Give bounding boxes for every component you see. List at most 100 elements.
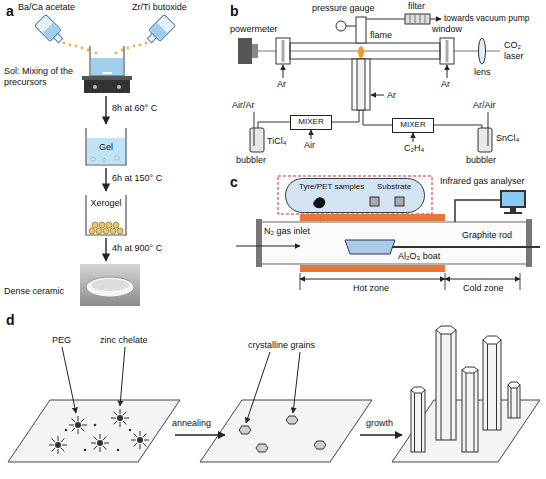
furnace-setup [256,219,262,267]
growth-schematic [462,370,478,452]
growth-schematic [314,441,326,449]
laser-setup [311,130,312,139]
laser-setup [352,59,370,110]
growth-schematic [483,336,501,344]
step-condition: 4h at 900° C [112,243,162,254]
inset-label: Substrate [377,182,411,192]
xerogel-beaker [86,195,126,235]
part-label: window [432,24,462,35]
part-label: N₂ gas inlet [264,226,310,237]
part-label: lens [474,67,491,78]
laser-setup [478,128,492,152]
growth-schematic [8,400,180,462]
furnace-setup [236,246,300,247]
furnace-setup [278,176,432,214]
laser-setup [413,133,414,142]
growth-schematic [411,326,520,452]
dimension-label: Hot zone [352,283,390,294]
laser-setup [238,38,252,64]
growth-schematic [483,340,501,430]
growth-schematic [511,388,517,418]
gel-beaker [86,128,126,165]
growth-schematic [84,449,87,452]
laser-setup [254,112,255,146]
step-label: annealing [172,418,211,429]
panel-letter: c [230,174,238,190]
laser-setup [290,43,440,59]
ceramic-photo [80,264,140,306]
laser-setup [434,125,482,128]
growth-schematic [411,387,425,393]
growth-schematic [466,373,474,452]
sol-stage: Sol: Mixing of the precursors [4,40,136,95]
growth-schematic [246,352,270,423]
bottle-illustration [34,14,175,46]
sample-blob [313,197,325,208]
panel-letter: b [230,3,239,19]
laser-setup [446,40,449,62]
laser-setup [363,110,392,125]
part-label: flame [370,30,392,41]
xerogel-beaker [86,195,126,235]
xerogel-beaker [89,228,95,234]
laser-setup [282,40,285,62]
gas-label: Air [304,140,315,151]
furnace-setup [345,240,395,254]
beaker-on-hotplate [82,46,132,93]
step-label: growth [366,418,393,429]
growth-schematic [91,434,109,452]
gel-beaker [115,156,119,160]
furnace-setup [300,265,445,272]
xerogel-beaker [106,222,112,228]
growth-schematic [256,444,268,452]
xerogel-beaker [99,222,105,228]
step-condition: 6h at 150° C [112,173,162,184]
part-label: Infrared gas analyser [440,176,525,187]
gas-label: Air/Ar [232,100,255,111]
reagent-label: Zr/Ti butoxide [132,2,187,13]
growth-schematic [117,449,120,452]
part-label: powermeter [230,24,278,35]
laser-setup [356,17,366,43]
furnace-setup [236,176,540,290]
reagent-label: SnCl₄ [496,133,519,144]
dimension-label: Cold zone [462,283,505,294]
xerogel-beaker [92,222,98,228]
box-label: MIXER [400,120,425,130]
gas-label: Ar/Air [473,100,496,111]
laser-setup [447,65,448,78]
growth-schematic [120,347,125,406]
growth-schematic [65,429,68,432]
pouring-stream [87,49,90,52]
growth-schematic [360,434,402,435]
xerogel-beaker [89,222,123,234]
panel-letter: a [6,3,14,19]
laser-setup [258,122,290,128]
growth-schematic [49,436,67,454]
bottle-illustration [147,34,156,43]
part-label: filter [408,1,425,12]
substrate-square [370,197,379,206]
pouring-stream [115,52,118,55]
gel-stage: Gel [78,125,134,167]
growth-schematic [508,385,520,418]
laser-setup [410,14,425,24]
stage-label: Sol: Mixing of the precursors [4,66,78,88]
furnace-setup [300,279,445,280]
pouring-stream [75,45,78,48]
furnace-setup [392,246,540,248]
growth-schematic [131,431,149,449]
substrate-square [395,197,404,206]
gel-beaker [87,138,125,164]
sample-inset: Tyre/PET samplesSubstrate [285,178,425,213]
part-label: Al₂O₃ boat [398,251,440,262]
callout-label: PEG [52,335,71,346]
stage-label: Dense ceramic [4,286,64,297]
growth-schematic [8,326,540,462]
furnace-setup [300,214,445,221]
growth-schematic [94,424,97,427]
growth-schematic [239,426,251,434]
laser-setup [366,19,405,20]
growth-schematic [436,330,456,440]
xerogel-beaker [96,228,102,234]
